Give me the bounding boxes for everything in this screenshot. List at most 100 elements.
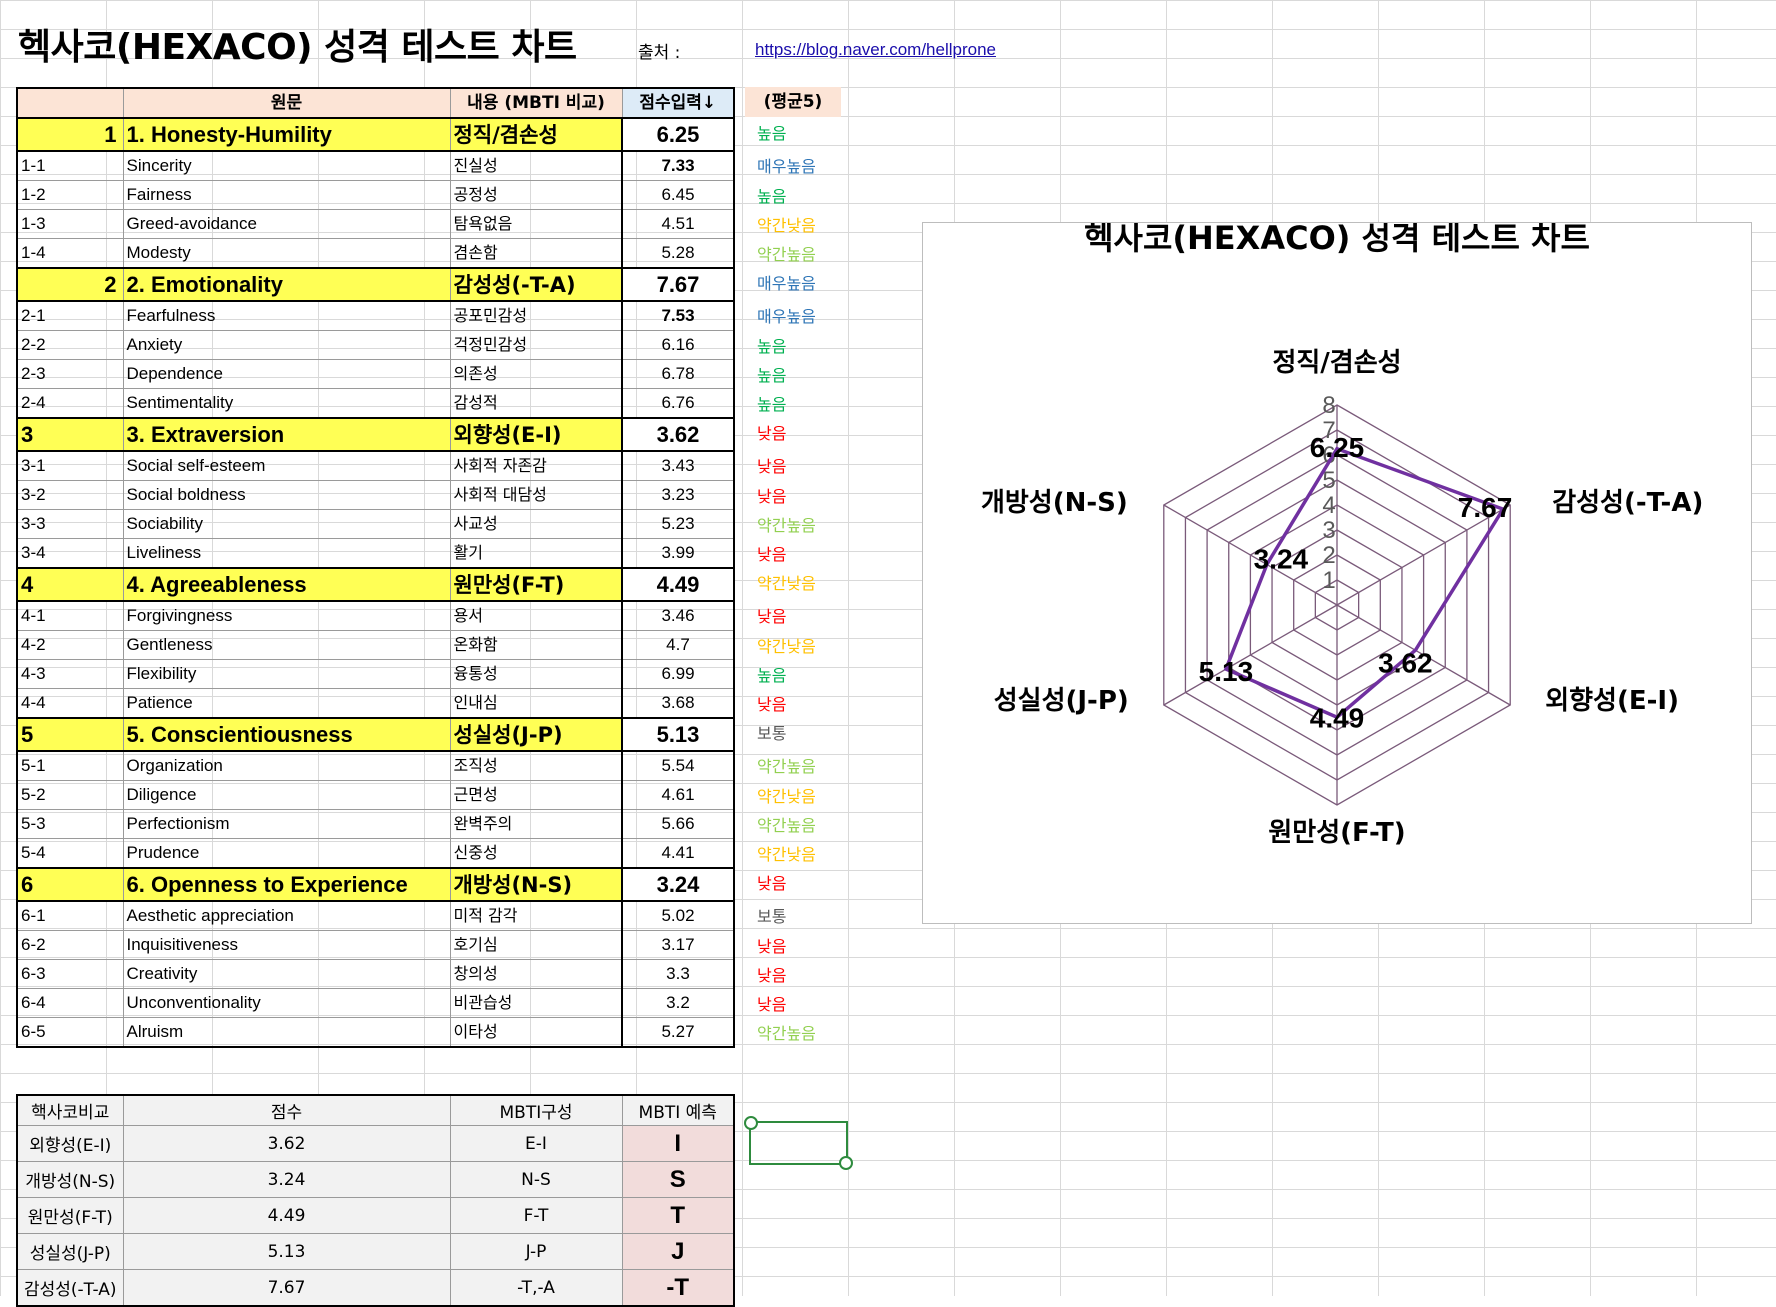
row-index[interactable]: 6-5	[16, 1017, 124, 1048]
row-index[interactable]: 4-3	[16, 659, 124, 689]
row-score[interactable]: 7.67	[621, 267, 735, 302]
row-score[interactable]: 3.23	[621, 480, 735, 510]
cmp-factor[interactable]: 개방성(N-S)	[16, 1161, 124, 1198]
row-index[interactable]: 3-3	[16, 509, 124, 539]
row-korean[interactable]: 사회적 자존감	[449, 450, 623, 481]
row-score[interactable]: 5.54	[621, 750, 735, 781]
row-index[interactable]: 1-4	[16, 238, 124, 269]
row-korean[interactable]: 외향성(E-I)	[449, 417, 623, 452]
row-name[interactable]: 5. Conscientiousness	[122, 717, 451, 752]
cmp-factor[interactable]: 성실성(J-P)	[16, 1233, 124, 1270]
row-index[interactable]: 3	[16, 417, 124, 452]
row-index[interactable]: 2-3	[16, 359, 124, 389]
row-korean[interactable]: 원만성(F-T)	[449, 567, 623, 602]
row-name[interactable]: Gentleness	[122, 630, 451, 660]
row-score[interactable]: 3.43	[621, 450, 735, 481]
row-score[interactable]: 6.99	[621, 659, 735, 689]
row-index[interactable]: 6-4	[16, 988, 124, 1018]
row-index[interactable]: 4-1	[16, 600, 124, 631]
row-name[interactable]: Sincerity	[122, 150, 451, 181]
row-name[interactable]: 4. Agreeableness	[122, 567, 451, 602]
row-korean[interactable]: 비관습성	[449, 988, 623, 1018]
row-score[interactable]: 5.23	[621, 509, 735, 539]
cmp-predict[interactable]: J	[621, 1233, 735, 1270]
row-name[interactable]: Social self-esteem	[122, 450, 451, 481]
cmp-mbti[interactable]: J-P	[449, 1233, 623, 1270]
row-korean[interactable]: 온화함	[449, 630, 623, 660]
row-korean[interactable]: 이타성	[449, 1017, 623, 1048]
row-name[interactable]: Diligence	[122, 780, 451, 810]
row-name[interactable]: Creativity	[122, 959, 451, 989]
row-score[interactable]: 3.68	[621, 688, 735, 719]
row-korean[interactable]: 공포민감성	[449, 300, 623, 331]
row-index[interactable]: 2-2	[16, 330, 124, 360]
row-korean[interactable]: 겸손함	[449, 238, 623, 269]
row-score[interactable]: 5.66	[621, 809, 735, 839]
row-korean[interactable]: 완벽주의	[449, 809, 623, 839]
cmp-mbti[interactable]: E-I	[449, 1125, 623, 1162]
row-korean[interactable]: 미적 감각	[449, 900, 623, 931]
row-index[interactable]: 5-1	[16, 750, 124, 781]
row-score[interactable]: 3.17	[621, 930, 735, 960]
row-score[interactable]: 7.33	[621, 150, 735, 181]
row-korean[interactable]: 걱정민감성	[449, 330, 623, 360]
cmp-mbti[interactable]: -T,-A	[449, 1269, 623, 1307]
row-name[interactable]: Forgivingness	[122, 600, 451, 631]
row-index[interactable]: 4	[16, 567, 124, 602]
row-name[interactable]: Dependence	[122, 359, 451, 389]
row-name[interactable]: 3. Extraversion	[122, 417, 451, 452]
row-korean[interactable]: 호기심	[449, 930, 623, 960]
row-name[interactable]: Prudence	[122, 838, 451, 869]
row-index[interactable]: 5-3	[16, 809, 124, 839]
row-korean[interactable]: 공정성	[449, 180, 623, 210]
row-score[interactable]: 3.2	[621, 988, 735, 1018]
row-korean[interactable]: 탐욕없음	[449, 209, 623, 239]
row-name[interactable]: Organization	[122, 750, 451, 781]
row-index[interactable]: 3-2	[16, 480, 124, 510]
row-index[interactable]: 4-4	[16, 688, 124, 719]
row-korean[interactable]: 인내심	[449, 688, 623, 719]
row-score[interactable]: 5.27	[621, 1017, 735, 1048]
row-name[interactable]: Patience	[122, 688, 451, 719]
row-korean[interactable]: 감성적	[449, 388, 623, 419]
row-korean[interactable]: 정직/겸손성	[449, 117, 623, 152]
cmp-score[interactable]: 3.24	[122, 1161, 451, 1198]
cmp-factor[interactable]: 감성성(-T-A)	[16, 1269, 124, 1307]
cmp-predict[interactable]: S	[621, 1161, 735, 1198]
row-score[interactable]: 6.45	[621, 180, 735, 210]
row-score[interactable]: 4.49	[621, 567, 735, 602]
cmp-mbti[interactable]: F-T	[449, 1197, 623, 1234]
row-korean[interactable]: 융통성	[449, 659, 623, 689]
row-korean[interactable]: 사회적 대담성	[449, 480, 623, 510]
cmp-score[interactable]: 5.13	[122, 1233, 451, 1270]
row-name[interactable]: Liveliness	[122, 538, 451, 569]
row-score[interactable]: 6.78	[621, 359, 735, 389]
row-name[interactable]: Social boldness	[122, 480, 451, 510]
row-index[interactable]: 6	[16, 867, 124, 902]
row-name[interactable]: Aesthetic appreciation	[122, 900, 451, 931]
row-index[interactable]: 2-4	[16, 388, 124, 419]
row-korean[interactable]: 사교성	[449, 509, 623, 539]
cmp-score[interactable]: 4.49	[122, 1197, 451, 1234]
row-score[interactable]: 3.24	[621, 867, 735, 902]
row-score[interactable]: 5.02	[621, 900, 735, 931]
selection-handle-top[interactable]	[744, 1116, 758, 1130]
row-korean[interactable]: 성실성(J-P)	[449, 717, 623, 752]
row-name[interactable]: Alruism	[122, 1017, 451, 1048]
row-index[interactable]: 4-2	[16, 630, 124, 660]
row-score[interactable]: 7.53	[621, 300, 735, 331]
row-name[interactable]: Anxiety	[122, 330, 451, 360]
cmp-predict[interactable]: -T	[621, 1269, 735, 1307]
row-korean[interactable]: 진실성	[449, 150, 623, 181]
row-korean[interactable]: 조직성	[449, 750, 623, 781]
row-name[interactable]: 2. Emotionality	[122, 267, 451, 302]
cmp-score[interactable]: 3.62	[122, 1125, 451, 1162]
row-korean[interactable]: 근면성	[449, 780, 623, 810]
cmp-factor[interactable]: 외향성(E-I)	[16, 1125, 124, 1162]
selected-cell[interactable]	[744, 1116, 853, 1170]
row-korean[interactable]: 감성성(-T-A)	[449, 267, 623, 302]
row-index[interactable]: 6-2	[16, 930, 124, 960]
row-korean[interactable]: 용서	[449, 600, 623, 631]
row-score[interactable]: 6.16	[621, 330, 735, 360]
